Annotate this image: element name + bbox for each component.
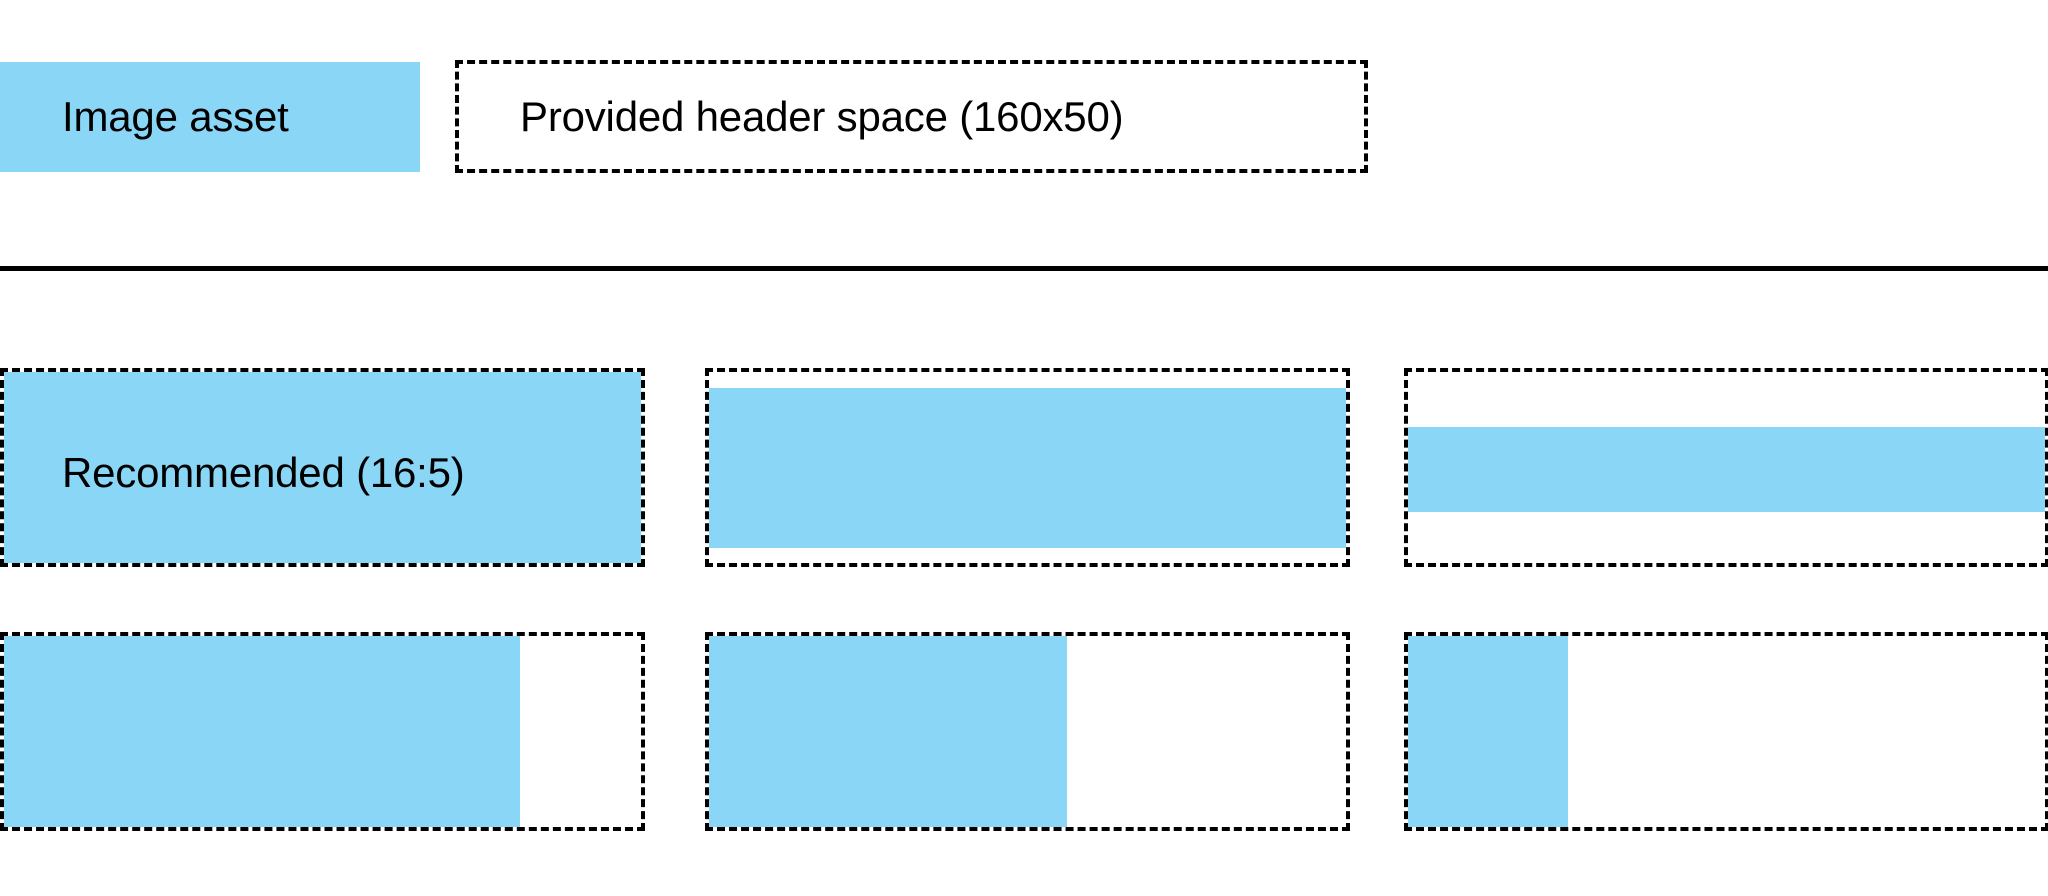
- provided-header-space-box: [455, 60, 1368, 173]
- aspect-fill-banner-asset: [1408, 427, 2045, 512]
- provided-header-space-label: Provided header space (160x50): [520, 93, 1124, 140]
- aspect-cell-banner-asset: [1404, 368, 2048, 567]
- recommended-ratio-label: Recommended (16:5): [62, 449, 465, 496]
- aspect-cell-full-bleed: [0, 368, 645, 567]
- aspect-fill-wide-asset: [4, 636, 520, 827]
- header-zone: Image asset Provided header space (160x5…: [0, 0, 2048, 268]
- aspect-cell-shorter-asset: [705, 368, 1350, 567]
- aspect-cell-narrow-asset: [1404, 632, 2048, 831]
- aspect-fill-full-bleed: [4, 372, 641, 563]
- aspect-fill-narrow-asset: [1408, 636, 1568, 827]
- image-asset-swatch: [0, 62, 420, 172]
- aspect-fill-shorter-asset: [709, 388, 1346, 548]
- aspect-ratio-grid: Recommended (16:5): [0, 268, 2048, 896]
- section-divider: [0, 266, 2048, 271]
- aspect-cell-medium-asset: [705, 632, 1350, 831]
- image-asset-label: Image asset: [62, 93, 289, 140]
- aspect-fill-medium-asset: [709, 636, 1067, 827]
- aspect-cell-wide-asset: [0, 632, 645, 831]
